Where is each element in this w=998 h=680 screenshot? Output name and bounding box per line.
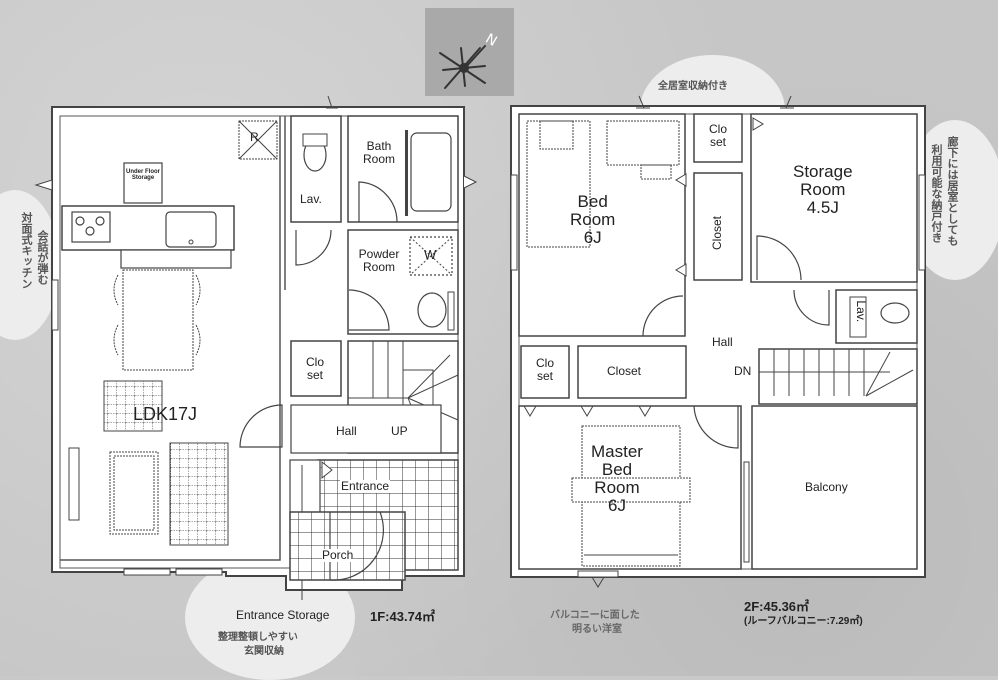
entrance-label: Entrance [340,479,391,493]
entrance-storage-label: Entrance Storage [236,608,330,622]
bath-room-label: Bath Room [362,139,395,166]
master-line-2: Bed [601,459,633,479]
dn-label: DN [734,364,752,378]
master-note-2: 明るい洋室 [572,624,622,635]
entrance-storage-note-1: 整理整頓しやすい [218,632,298,643]
storage-room-line-1: Storage [793,162,853,181]
hall-label-2f: Hall [712,335,733,349]
closet-vertical-label: Closet [710,215,724,250]
ldk-label: LDK17J [133,404,198,424]
entrance-storage-note-2: 玄関収納 [244,646,284,657]
hallway-note-1: 廊下には居室としても [946,136,958,246]
washer-label: W [424,247,437,262]
lav-label-1f: Lav. [300,192,322,206]
kitchen-note-2: 会話が弾む [36,230,48,285]
bed-room-line-3: 6J [583,227,602,247]
floor-2-plan [510,95,926,588]
all-rooms-storage-note: 全居室収納付き [658,81,728,92]
bed-room-line-1: Bed [577,192,608,211]
powder-room-label: Powder Room [358,247,400,274]
master-line-1: Master [591,442,643,461]
up-label: UP [391,424,408,438]
refrigerator-label: R [250,130,259,144]
closet-wide-label-2f: Closet [607,364,642,378]
master-line-3: Room [594,477,640,497]
kitchen-note-1: 対面式キッチン [20,212,32,289]
floor-1-plan [34,95,478,600]
floor-2-area: 2F:45.36㎡ [744,599,810,614]
closet-label-1f: Clo set [305,355,324,382]
floor-1-area: 1F:43.74㎡ [370,609,436,624]
master-bed-room-label: Master Bed Room 6J [591,443,643,514]
closet-top-label-2f: Clo set [708,122,727,149]
storage-room-line-3: 4.5J [806,197,839,217]
balcony-label: Balcony [805,480,848,494]
roof-balcony-area: (ルーフバルコニー:7.29㎡) [744,616,863,627]
compass: N [425,8,514,96]
storage-room-line-2: Room [800,179,846,199]
bed-room-label: Bed Room 6J [570,193,615,247]
lav-label-2f: Lav. [854,300,869,323]
hall-label-1f: Hall [336,424,357,438]
bed-room-line-2: Room [570,209,616,229]
under-floor-storage-label: Under Floor Storage [126,169,160,182]
master-note-1: バルコニーに面した [550,610,640,621]
storage-room-label: Storage Room 4.5J [793,163,853,217]
porch-label: Porch [322,548,354,562]
master-line-4: 6J [608,495,626,515]
hallway-note-2: 利用可能な納戸付き [930,144,942,243]
closet-small-label-2f: Clo set [535,356,554,383]
north-arrow-icon: N [439,31,500,89]
